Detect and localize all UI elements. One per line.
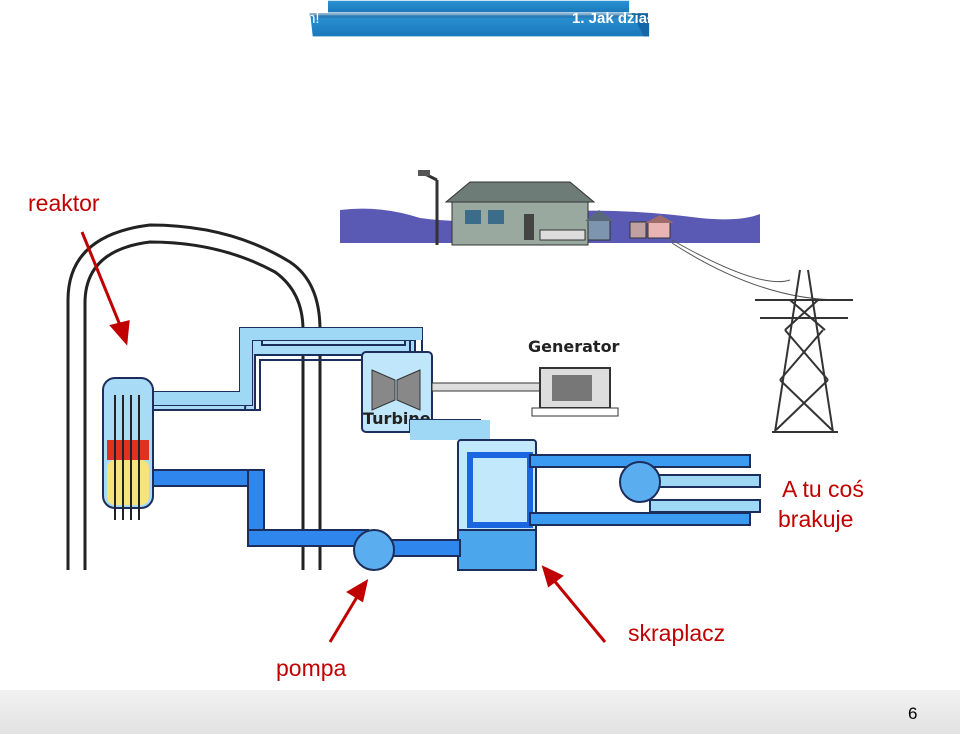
generator-label: Generator [528, 337, 620, 356]
missing-note-line1: A tu coś [782, 476, 864, 503]
power-pylon-icon [755, 270, 853, 432]
house-icon [446, 182, 594, 245]
pump-label: pompa [276, 655, 346, 682]
feedwater-pump-icon [354, 530, 394, 570]
footer-bar [0, 690, 960, 734]
missing-note-line2: brakuje [778, 506, 853, 533]
condenser-label: skraplacz [628, 620, 725, 647]
page-number: 6 [908, 704, 917, 724]
reactor-vessel [103, 378, 153, 520]
reactor-label: reaktor [28, 190, 100, 217]
generator [532, 368, 618, 416]
cooling-pump-icon [620, 462, 660, 502]
condenser [458, 440, 536, 570]
